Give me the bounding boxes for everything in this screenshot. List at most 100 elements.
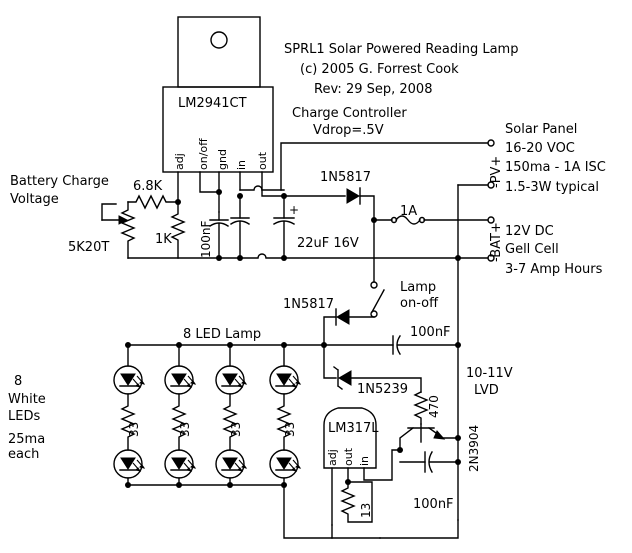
led-column-4: 33 bbox=[269, 342, 302, 488]
cap-22uf-label: 22uF 16V bbox=[297, 236, 359, 251]
solar-panel-title: Solar Panel bbox=[505, 122, 577, 137]
battery-charge-label-1: Battery Charge bbox=[10, 174, 109, 189]
wire-zener-to-470 bbox=[350, 377, 422, 393]
junction-13-top bbox=[345, 479, 351, 485]
led-3-upper bbox=[215, 365, 248, 395]
led-resistor-label: 33 bbox=[283, 422, 297, 437]
battery-type: Gell Cell bbox=[505, 242, 559, 257]
switch-lever bbox=[371, 289, 385, 313]
led-top-junction bbox=[176, 342, 182, 348]
junction-gnd-b bbox=[237, 255, 243, 261]
led-array: 33 33 33 33 bbox=[113, 342, 302, 488]
transistor-collector bbox=[399, 427, 414, 451]
diode-mid-triangle bbox=[336, 309, 350, 325]
wire-ground-rail bbox=[127, 253, 489, 259]
led-ray-arrows bbox=[237, 464, 248, 472]
led-triangle bbox=[120, 457, 136, 470]
led-4-lower bbox=[269, 449, 302, 479]
junction-gnd-a bbox=[216, 255, 222, 261]
pv-terminal-label: -PV+ bbox=[489, 156, 504, 188]
led-column-1: 33 bbox=[113, 342, 146, 488]
junction-gnd-d bbox=[455, 255, 461, 261]
led-triangle bbox=[276, 373, 292, 386]
junction-22uf-top bbox=[281, 193, 287, 199]
junction-led-rail bbox=[321, 342, 327, 348]
wire-onoff-pin bbox=[199, 171, 220, 193]
wire-led-rail-to-zener bbox=[323, 344, 337, 379]
switch-bottom-contact bbox=[370, 310, 378, 318]
cap-100nf-b-right-plate bbox=[396, 335, 401, 355]
lamp-switch-label-1: Lamp bbox=[400, 280, 436, 295]
regulator-pin-adj: adj bbox=[173, 153, 186, 170]
led-lamp-title: 8 LED Lamp bbox=[183, 327, 261, 342]
led-ray-arrows bbox=[237, 380, 248, 388]
lvd-label-2: LVD bbox=[474, 383, 499, 398]
lm2941ct-regulator: LM2941CT adj on/off gnd in out bbox=[162, 16, 274, 173]
junction-gnd-c bbox=[281, 255, 287, 261]
resistor-1k bbox=[170, 201, 186, 259]
led-bottom-junction bbox=[281, 482, 287, 488]
led-desc-type: LEDs bbox=[8, 409, 40, 424]
led-top-junction bbox=[281, 342, 287, 348]
resistor-470 bbox=[413, 391, 429, 425]
led-top-junction bbox=[227, 342, 233, 348]
regulator-pin-onoff: on/off bbox=[197, 138, 210, 170]
led-triangle bbox=[222, 373, 238, 386]
title-line-3: Rev: 29 Sep, 2008 bbox=[314, 82, 432, 97]
lvd-label-1: 10-11V bbox=[466, 366, 513, 381]
regulator-pin-gnd: gnd bbox=[216, 149, 229, 170]
junction-fuse bbox=[371, 217, 377, 223]
wire-out-to-diode bbox=[261, 189, 346, 197]
zener-triangle bbox=[338, 370, 352, 386]
wire-led-bottom-rail bbox=[127, 484, 333, 539]
led-ray-arrows bbox=[291, 464, 302, 472]
led-column-2: 33 bbox=[164, 342, 197, 488]
transistor-label: 2N3904 bbox=[467, 425, 481, 472]
led-1-lower bbox=[113, 449, 146, 479]
led-resistor-33 bbox=[276, 393, 292, 451]
diode-mid-label: 1N5817 bbox=[283, 297, 334, 312]
pot-wiper-wire bbox=[101, 203, 117, 221]
led-resistor-33 bbox=[222, 393, 238, 451]
led-triangle bbox=[222, 457, 238, 470]
transistor-2n3904 bbox=[399, 423, 459, 451]
resistor-6k8 bbox=[127, 194, 179, 210]
led-3-lower bbox=[215, 449, 248, 479]
led-bottom-junction bbox=[227, 482, 233, 488]
lm317l-pin-in: in bbox=[358, 456, 371, 466]
title-line-1: SPRL1 Solar Powered Reading Lamp bbox=[284, 42, 518, 57]
led-4-upper bbox=[269, 365, 302, 395]
cap-100nf-a-label: 100nF bbox=[199, 220, 213, 258]
led-resistor-label: 33 bbox=[127, 422, 141, 437]
junction-onoff-gnd bbox=[216, 189, 222, 195]
lamp-switch-label-2: on-off bbox=[400, 296, 439, 311]
diode-top-label: 1N5817 bbox=[320, 170, 371, 185]
wire-lvd-bottom bbox=[379, 519, 459, 539]
cap-100nf-a-bottom-plate bbox=[209, 222, 229, 227]
cap-22uf-bottom-plate bbox=[273, 220, 295, 225]
led-desc-current: 25ma bbox=[8, 432, 45, 447]
resistor-1k-label: 1K bbox=[155, 232, 172, 247]
led-bottom-junction bbox=[176, 482, 182, 488]
led-ray-arrows bbox=[186, 380, 197, 388]
led-triangle bbox=[120, 373, 136, 386]
led-triangle bbox=[171, 373, 187, 386]
solar-panel-power: 1.5-3W typical bbox=[505, 180, 599, 195]
led-triangle bbox=[276, 457, 292, 470]
battery-charge-label-2: Voltage bbox=[10, 192, 59, 207]
charge-controller-vdrop: Vdrop=.5V bbox=[313, 123, 384, 138]
led-resistor-label: 33 bbox=[229, 422, 243, 437]
cap-22uf-plus: + bbox=[289, 203, 299, 217]
wire-to-pv-negative bbox=[280, 142, 489, 191]
junction-6k8-1k bbox=[175, 199, 181, 205]
junction-lvd-a bbox=[455, 342, 461, 348]
pot-label: 5K20T bbox=[68, 240, 109, 255]
led-column-3: 33 bbox=[215, 342, 248, 488]
junction-lvd-c bbox=[455, 459, 461, 465]
lm317l-pin-out: out bbox=[342, 447, 355, 466]
resistor-6k8-label: 6.8K bbox=[133, 179, 163, 194]
charge-controller-label: Charge Controller bbox=[292, 106, 407, 121]
led-resistor-33 bbox=[120, 393, 136, 451]
regulator-body bbox=[162, 86, 274, 173]
